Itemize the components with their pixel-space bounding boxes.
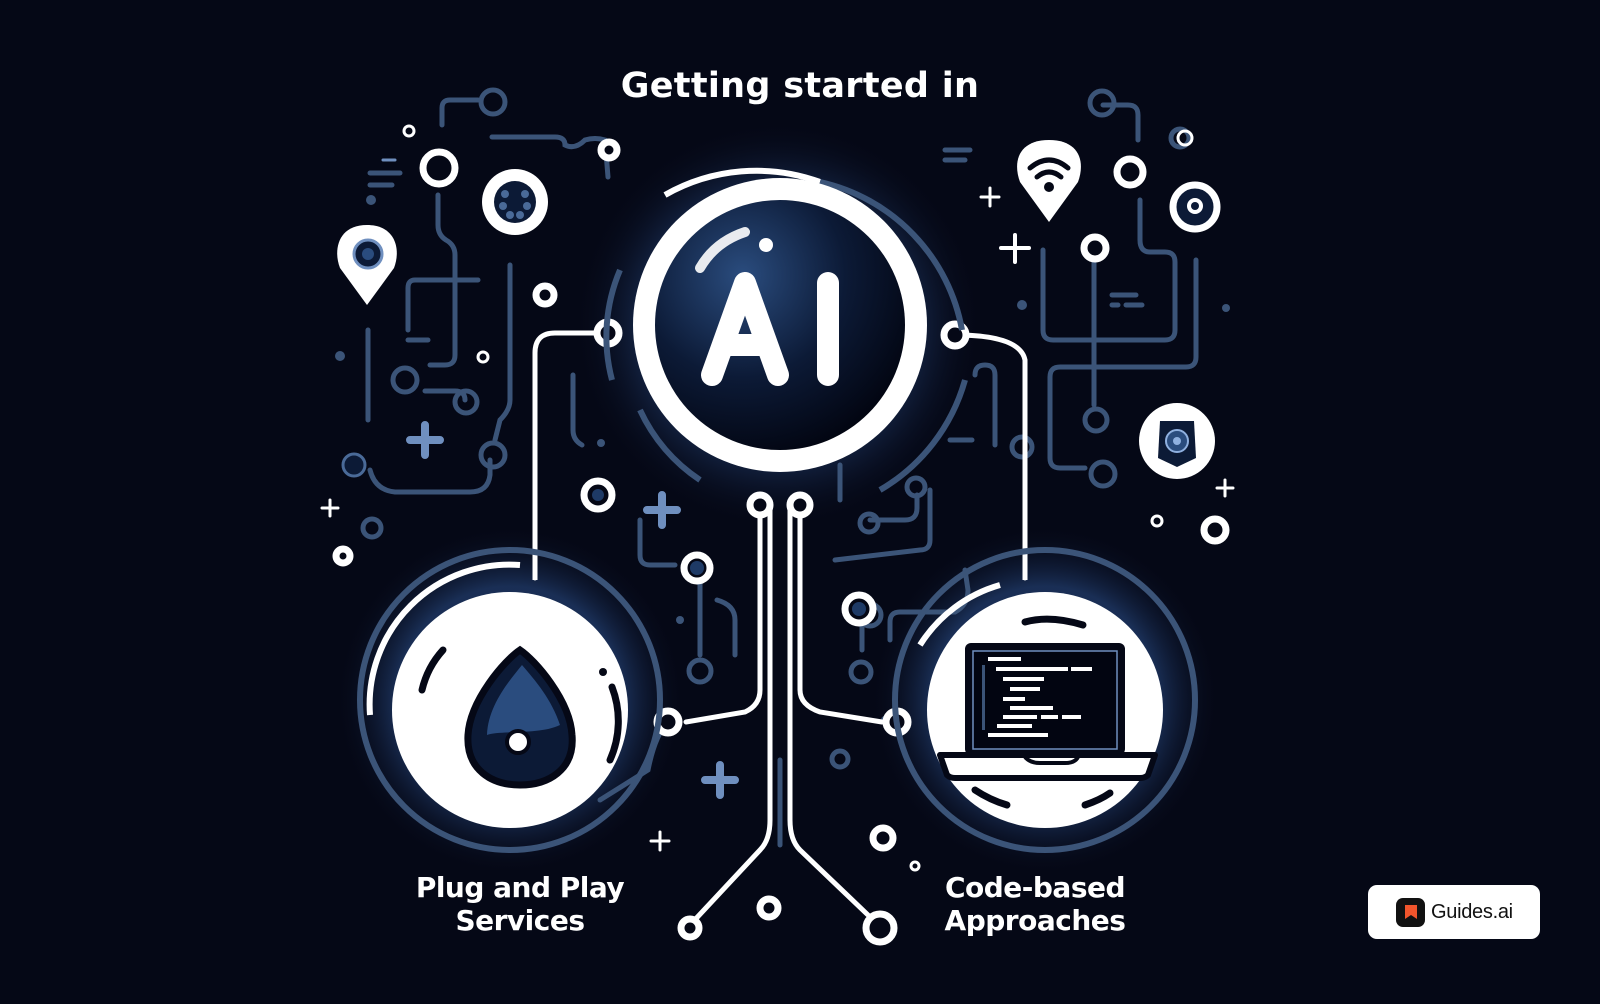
wifi-pin-icon [1017,140,1081,222]
ai-orb-icon [603,167,968,493]
code-based-label-line1: Code-based [944,871,1126,904]
plug-and-play-label-line2: Services [455,904,585,937]
camera-lens-icon [1169,181,1221,233]
bookmark-icon [1396,897,1425,927]
guides-ai-badge[interactable]: Guides.ai [1368,885,1540,939]
ai-label: AI [0,0,2,1]
plug-and-play-node [357,547,663,853]
location-pin-icon [337,225,397,305]
droplet-icon [464,645,576,789]
ai-letters [701,272,839,386]
plug-and-play-label-line1: Plug and Play [415,871,625,904]
plug-and-play-label: Plug and Play Services [385,871,655,937]
code-based-node [892,547,1198,853]
laptop-code-icon [937,643,1158,781]
code-based-label: Code-based Approaches [900,871,1170,937]
shield-camera-icon [1139,403,1215,479]
page-title: Getting started in [620,66,980,106]
camera-lens-icon [482,169,548,235]
badge-text: Guides.ai [1431,900,1513,923]
code-based-label-line2: Approaches [944,904,1126,937]
